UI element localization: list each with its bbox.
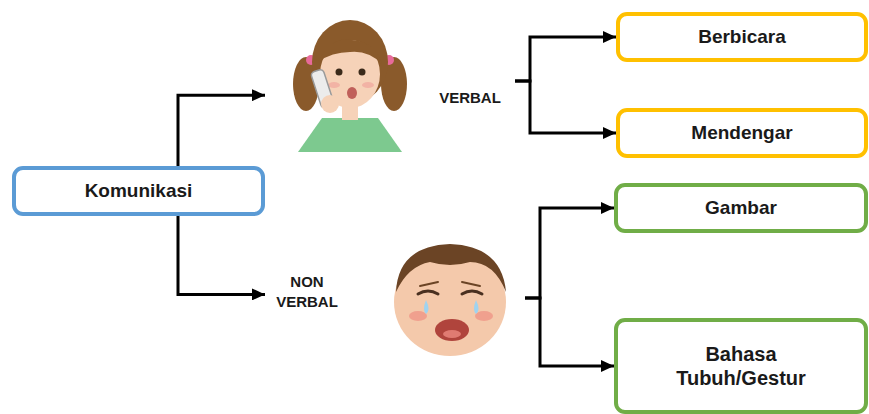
branch-arrow <box>515 37 616 81</box>
branch-arrow <box>525 298 614 366</box>
branch-arrow <box>515 81 616 133</box>
box-label: Mendengar <box>691 122 792 145</box>
leaf-box: Berbicara <box>616 12 868 62</box>
category-label: VERBAL <box>430 88 510 108</box>
branch-arrow <box>525 208 614 298</box>
box-label: Komunikasi <box>85 180 193 203</box>
crying-baby-illustration <box>394 244 506 356</box>
leaf-box: Bahasa Tubuh/Gestur <box>614 318 868 414</box>
leaf-box: Gambar <box>614 183 868 233</box>
girl-on-phone-illustration <box>293 20 407 152</box>
box-label: Bahasa Tubuh/Gestur <box>661 342 821 390</box>
nonverbal-group: NON VERBAL <box>265 238 525 358</box>
verbal-group: VERBAL <box>265 10 515 152</box>
branch-arrow <box>178 216 265 294</box>
box-label: Gambar <box>705 197 777 220</box>
category-label: NON VERBAL <box>273 272 341 313</box>
root-box: Komunikasi <box>12 166 265 216</box>
box-label: Berbicara <box>698 26 786 49</box>
leaf-box: Mendengar <box>616 108 868 158</box>
branch-arrow <box>178 95 265 166</box>
